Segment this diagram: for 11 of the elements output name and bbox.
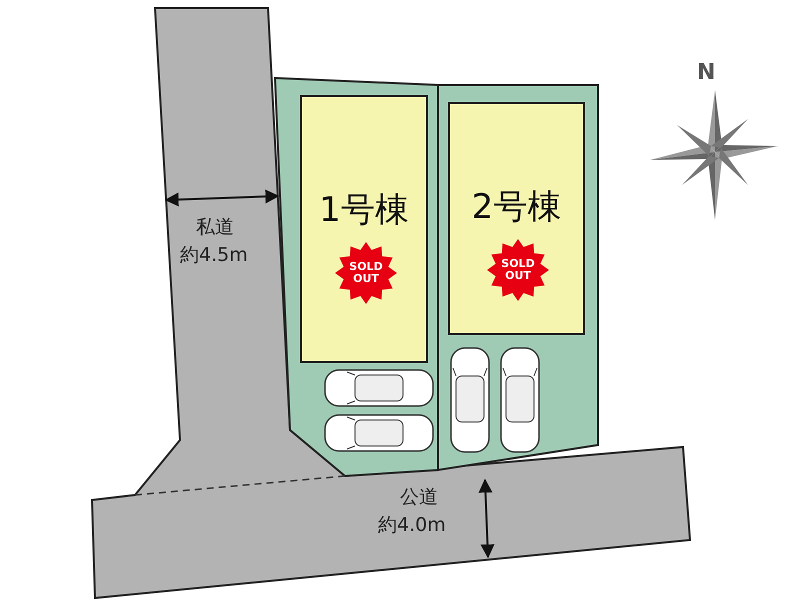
road-label: 公道 — [400, 485, 438, 510]
building-label: 2号棟 — [470, 186, 562, 229]
sold-out-badge: SOLD OUT — [487, 239, 549, 301]
building-label: 1号棟 — [318, 189, 410, 232]
building-footprint — [300, 95, 428, 363]
building-footprint — [448, 102, 585, 335]
dimension-label: 約4.0m — [378, 513, 446, 538]
sold-out-badge: SOLD OUT — [335, 242, 397, 304]
road-label: 私道 — [196, 215, 234, 240]
dimension-label: 約4.5m — [180, 243, 248, 268]
compass-letter: N — [697, 60, 716, 85]
